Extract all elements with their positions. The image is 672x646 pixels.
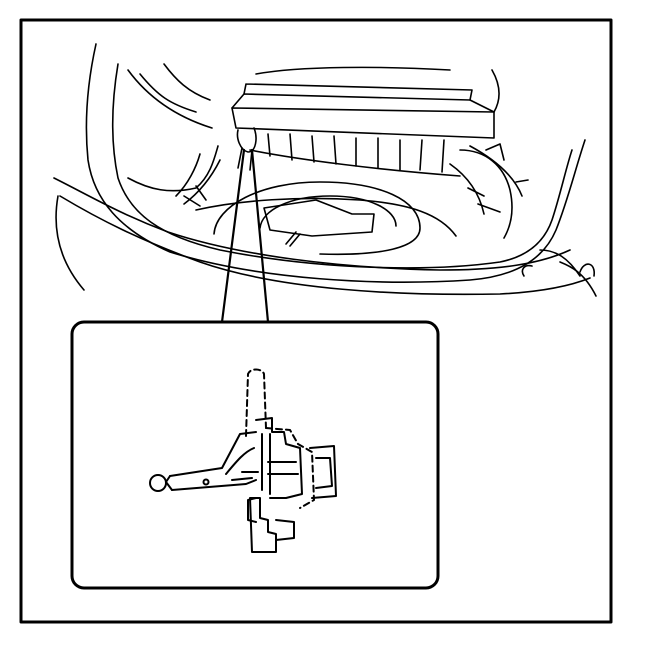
bracket-slots: [241, 461, 299, 475]
trunk-opening-edge: [111, 63, 573, 269]
mount-plate: [249, 497, 277, 553]
seatback-top-edge: [243, 83, 473, 101]
hook-ball-end: [149, 474, 167, 492]
bracket-lower: [247, 497, 257, 523]
detail-view: [149, 368, 337, 553]
right-trim-detail: [485, 143, 529, 183]
connector-detail: [315, 457, 333, 489]
right-lamp-arc: [521, 264, 533, 277]
spare-well-inner: [259, 195, 397, 229]
spare-well-outer: [213, 181, 421, 256]
hook-alternate-arm: [265, 427, 315, 509]
hook-location-marker: [236, 127, 257, 153]
leader-line-left: [220, 148, 246, 324]
rear-sill-upper: [53, 177, 571, 271]
hook-arm-inner: [225, 447, 255, 481]
hook-arm-upper: [169, 431, 257, 477]
tool-handle: [285, 231, 301, 247]
seatback-ribs: [267, 133, 445, 173]
seatback-top: [231, 93, 495, 113]
detail-callout-box: [70, 320, 440, 590]
right-side-trim: [449, 145, 523, 215]
body-line-right: [539, 249, 581, 277]
seatback-lower-edge: [249, 149, 461, 177]
jack-tray: [263, 199, 375, 237]
mount-plate-side: [275, 519, 295, 541]
left-side-panel: [175, 153, 221, 205]
callout-leader: [220, 148, 270, 324]
bumper-corner-right: [559, 261, 597, 297]
fender-curl: [579, 263, 595, 277]
hook-arm-lower: [171, 479, 257, 491]
rear-sill-lower: [59, 195, 591, 296]
left-quarter-panel-inner: [127, 69, 213, 129]
seatback-face: [231, 107, 495, 139]
right-wheelhouse: [459, 149, 513, 239]
rear-shelf-line: [255, 66, 500, 113]
hook-alternate-position: [245, 368, 267, 437]
bracket-body-inner: [261, 433, 271, 495]
bumper-corner-left: [55, 195, 85, 291]
trunk-overview: [53, 43, 597, 297]
connector-housing: [309, 445, 337, 499]
bracket-body: [255, 417, 303, 499]
trunk-outer-contour: [85, 43, 586, 283]
leader-line-right: [250, 148, 270, 324]
left-wheelhouse: [127, 145, 219, 192]
floor-ribs: [183, 185, 501, 213]
outer-frame: [19, 18, 613, 624]
left-quarter-trim: [139, 63, 211, 113]
hook-arm-hole: [202, 478, 210, 486]
